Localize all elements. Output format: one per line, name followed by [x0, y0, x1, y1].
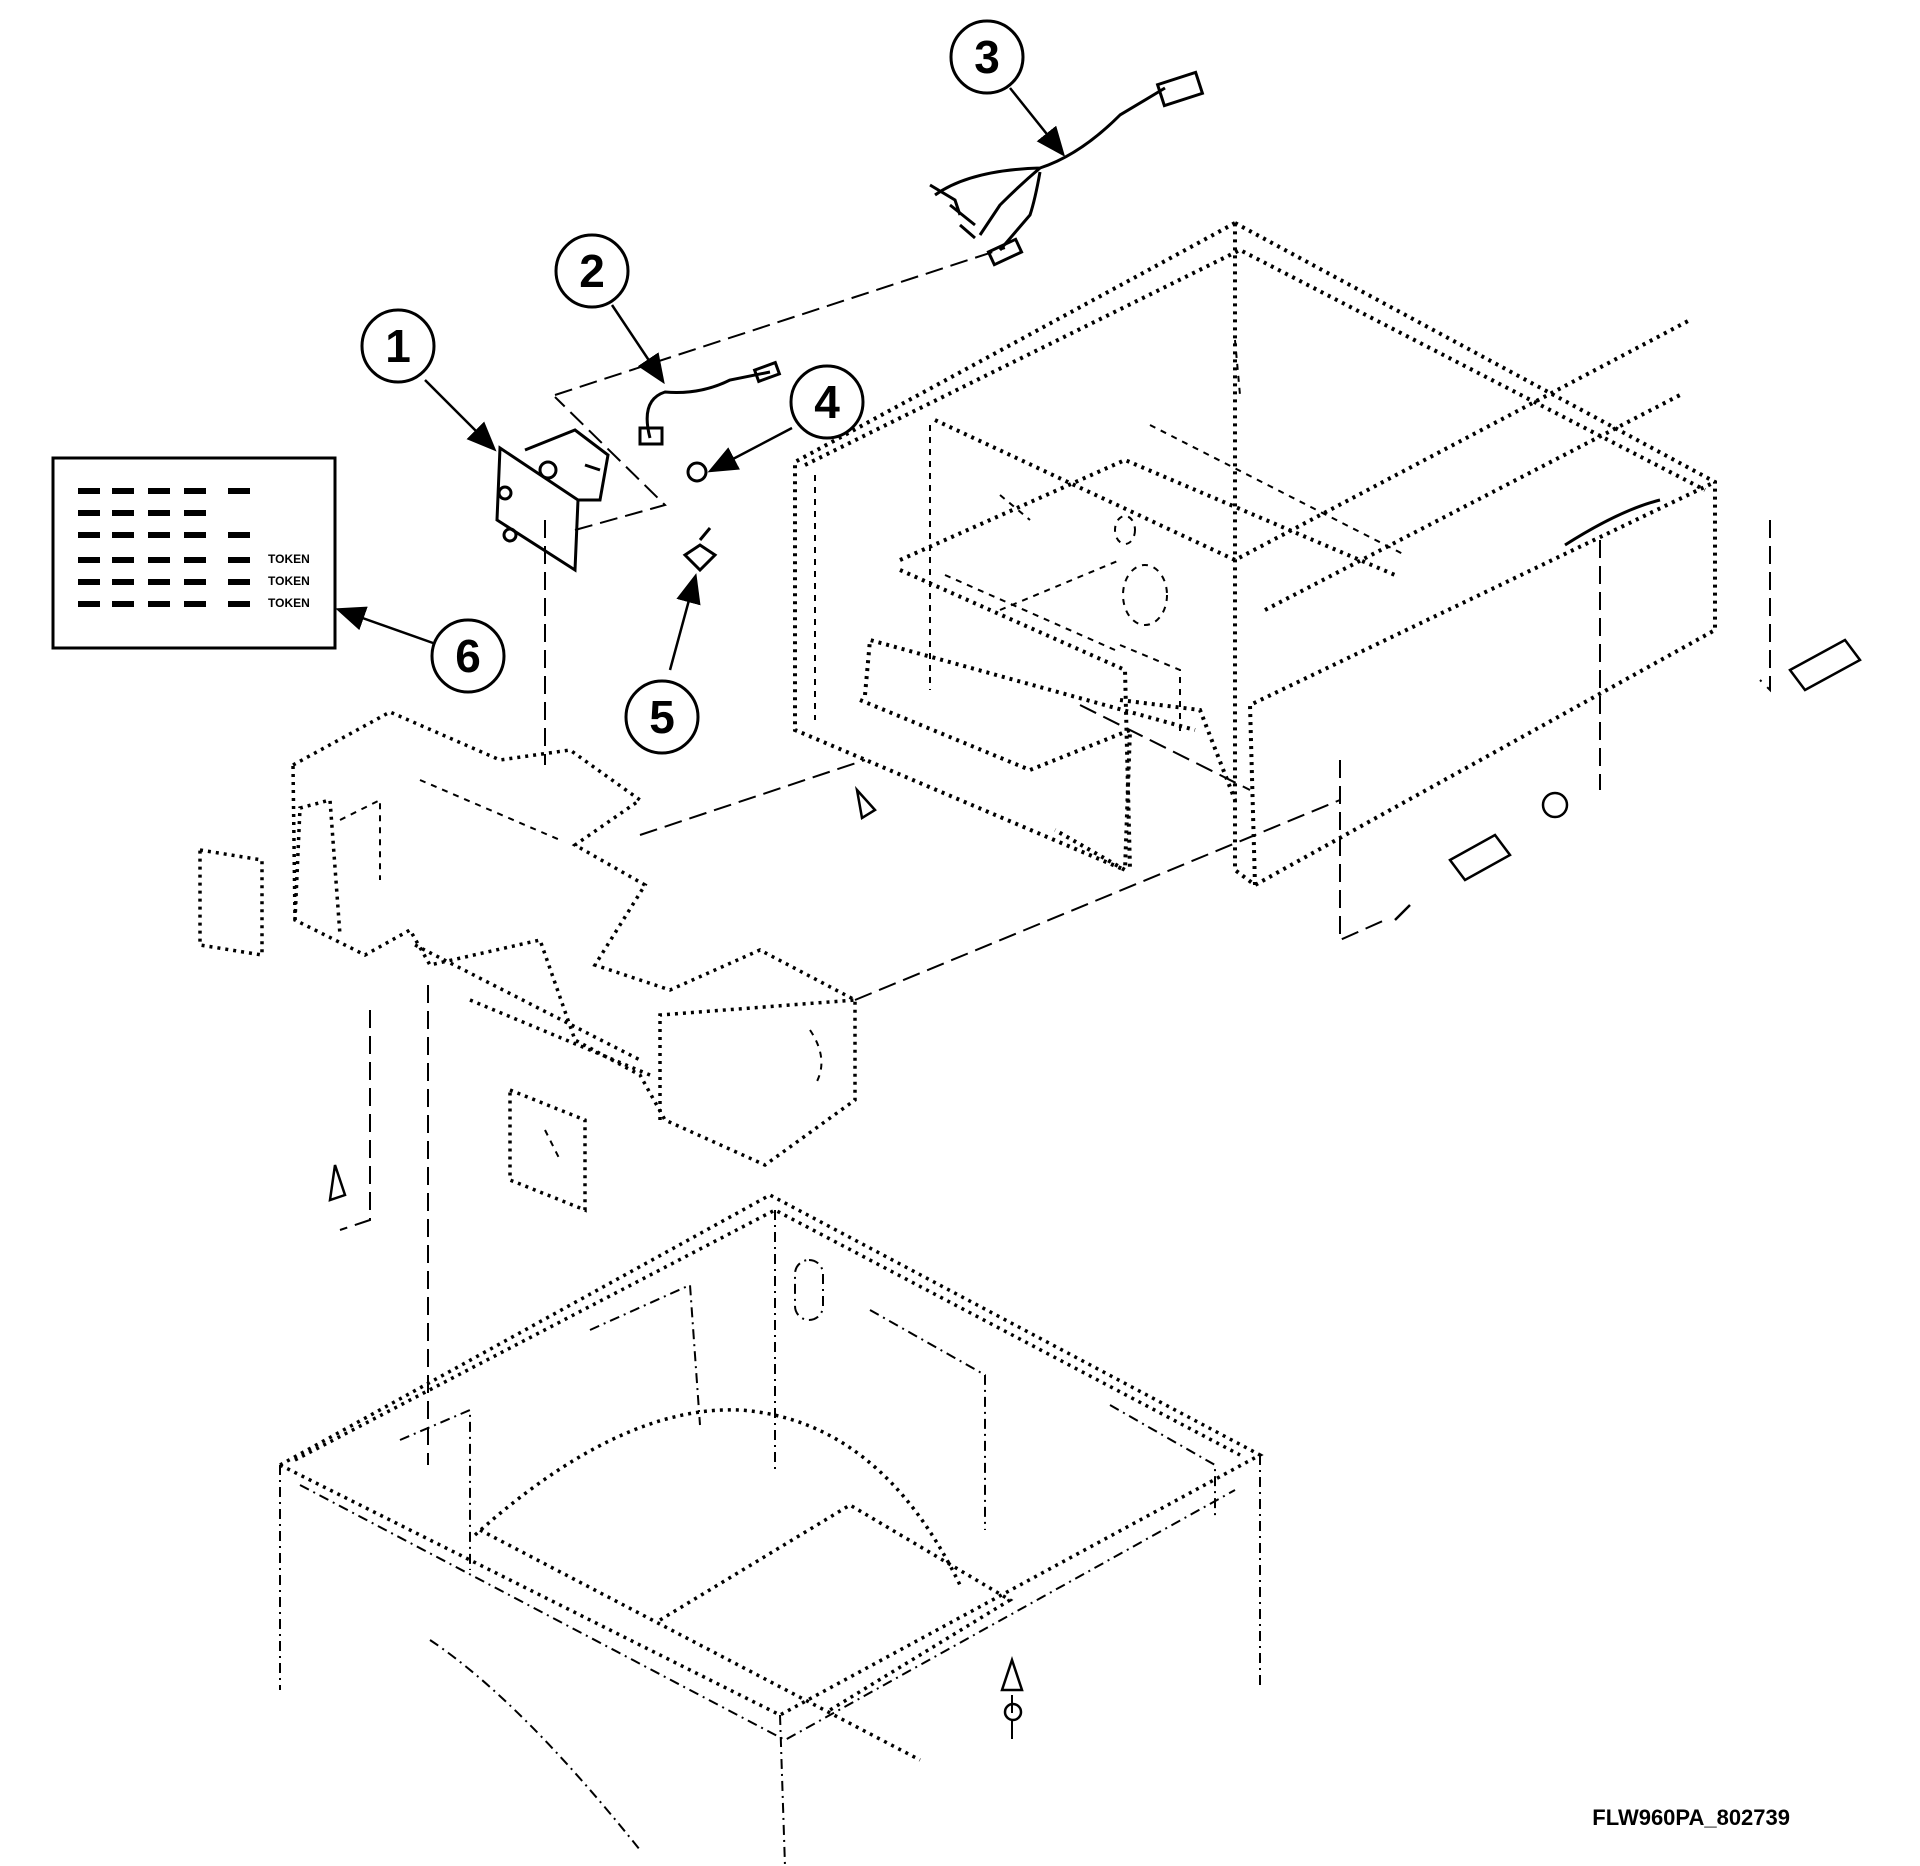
decal-token-label-2: TOKEN: [268, 574, 310, 588]
assembly-lines: [339, 247, 1771, 1745]
callout-2-label: 2: [579, 245, 605, 297]
housing-inner-detail: [814, 339, 1406, 735]
cabinet-inner-detail: [279, 1210, 1261, 1866]
callout-1: 1: [360, 308, 436, 384]
decal-token-label-1: TOKEN: [268, 552, 310, 566]
part-1-bracket: [495, 428, 610, 573]
control-housing: [793, 219, 1717, 888]
callout-5: 5: [624, 679, 700, 755]
housing-flap-line: [1564, 498, 1661, 547]
leader-3: [1009, 87, 1066, 157]
callout-4: 4: [789, 364, 865, 440]
callout-1-label: 1: [385, 320, 411, 372]
part-3-harness: [929, 70, 1205, 267]
callout-5-label: 5: [649, 691, 675, 743]
drawing-id: FLW960PA_802739: [1592, 1805, 1790, 1830]
hardware-screws: [328, 638, 1862, 1722]
leader-5: [668, 573, 701, 671]
part-2-wire: [638, 360, 782, 446]
console-inner-detail: [339, 779, 823, 1161]
decal-token-label-3: TOKEN: [268, 596, 310, 610]
callout-6: 6: [430, 618, 506, 694]
console-panel: [198, 710, 857, 1213]
part-5-clip: [682, 527, 718, 573]
callout-3: 3: [949, 19, 1025, 95]
leader-4: [707, 426, 793, 473]
part-6-decal: TOKEN TOKEN TOKEN: [51, 456, 337, 650]
callout-4-label: 4: [814, 376, 840, 428]
leader-1: [424, 379, 497, 452]
callout-3-label: 3: [974, 31, 1000, 83]
callout-2: 2: [554, 233, 630, 309]
decal-text-rows: [78, 488, 250, 607]
part-4-grommet: [686, 461, 708, 483]
callout-leaders: [335, 87, 1066, 671]
leader-6: [335, 606, 434, 645]
callout-6-label: 6: [455, 630, 481, 682]
leader-2: [610, 304, 665, 385]
